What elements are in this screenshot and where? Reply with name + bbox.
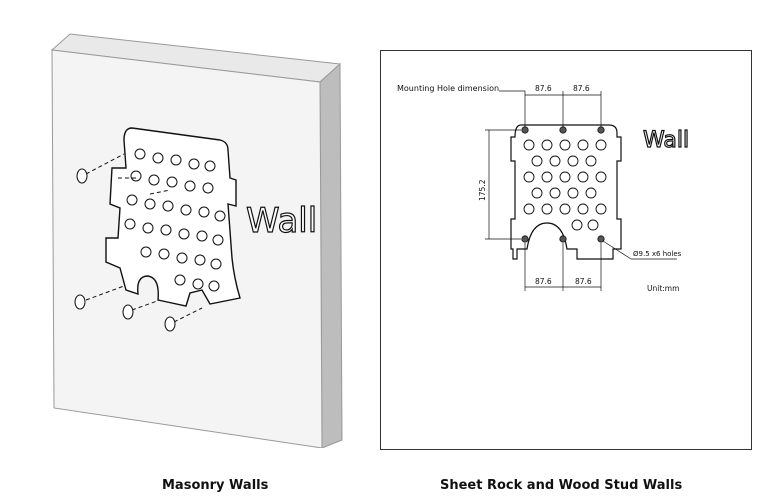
top-dim-left: 87.6: [535, 84, 552, 93]
vertical-dim: 175.2: [478, 179, 487, 201]
mounting-screws: [74, 153, 203, 332]
vertical-dimension-line: [485, 129, 521, 240]
top-dim-right: 87.6: [573, 84, 590, 93]
hole-spec: Ø9.5 x6 holes: [633, 250, 682, 258]
dimension-drawing: Mounting Hole dimension: [380, 50, 752, 450]
unit-label: Unit:mm: [647, 284, 679, 293]
wall-label-left: Wall: [246, 201, 317, 241]
bottom-dimension-lines: [524, 243, 602, 291]
hole-callout-leader: [602, 240, 632, 260]
top-dimension-lines: [499, 90, 602, 127]
bottom-dim-right: 87.6: [575, 277, 592, 286]
bottom-dim-left: 87.6: [535, 277, 552, 286]
caption-masonry-walls: Masonry Walls: [162, 478, 269, 493]
wall-side-face: [319, 62, 343, 449]
dimension-drawing-svg: Mounting Hole dimension: [397, 84, 690, 293]
wall-label-right: Wall: [643, 128, 689, 153]
masonry-wall-illustration: Wall: [40, 28, 360, 449]
drawing-title: Mounting Hole dimension: [397, 84, 499, 93]
masonry-wall-svg: Wall: [50, 33, 343, 449]
mounting-plate: [105, 127, 241, 307]
caption-sheet-rock-walls: Sheet Rock and Wood Stud Walls: [440, 478, 683, 493]
plate-front-view: [510, 124, 622, 260]
